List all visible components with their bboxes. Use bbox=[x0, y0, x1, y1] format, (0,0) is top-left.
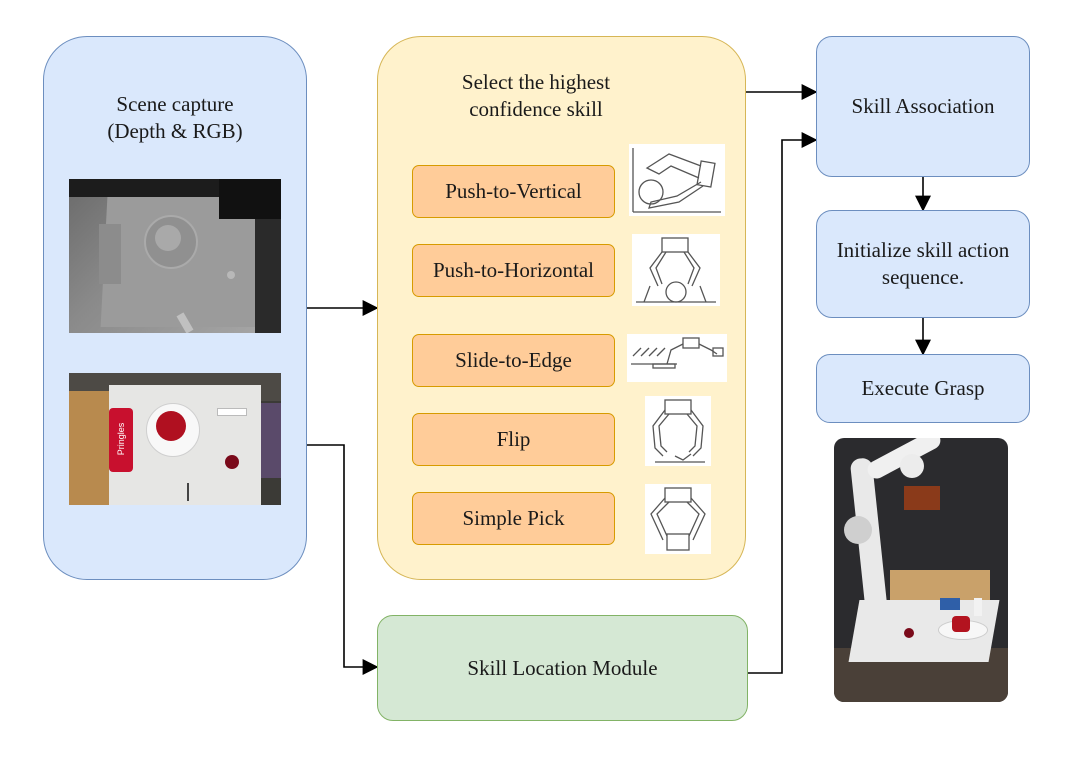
arrow-location-to-association bbox=[748, 132, 818, 674]
selector-title: Select the highest confidence skill bbox=[377, 69, 695, 123]
push-to-vertical-illustration bbox=[629, 144, 725, 216]
can-label: Pringles bbox=[116, 422, 126, 456]
skill-push-to-horizontal: Push-to-Horizontal bbox=[412, 244, 615, 297]
selector-title-line1: Select the highest bbox=[461, 70, 611, 94]
push-to-horizontal-illustration bbox=[632, 234, 720, 306]
slide-to-edge-illustration bbox=[627, 334, 727, 382]
rgb-image: Pringles bbox=[69, 373, 281, 505]
initialize-line1: Initialize skill action bbox=[836, 238, 1010, 262]
flip-illustration bbox=[645, 396, 711, 466]
robot-photo bbox=[834, 438, 1008, 702]
skill-push-to-vertical: Push-to-Vertical bbox=[412, 165, 615, 218]
execute-grasp: Execute Grasp bbox=[816, 354, 1030, 423]
simple-pick-illustration bbox=[645, 484, 711, 554]
skill-flip: Flip bbox=[412, 413, 615, 466]
scene-title: Scene capture bbox=[116, 92, 234, 116]
arrow-scene-to-location bbox=[306, 444, 379, 675]
initialize-skill-action: Initialize skill action sequence. bbox=[816, 210, 1030, 318]
selector-title-line2: confidence skill bbox=[469, 97, 603, 121]
scene-subtitle: (Depth & RGB) bbox=[107, 119, 243, 143]
skill-simple-pick: Simple Pick bbox=[412, 492, 615, 545]
scene-capture-title: Scene capture (Depth & RGB) bbox=[43, 91, 307, 145]
skill-slide-to-edge: Slide-to-Edge bbox=[412, 334, 615, 387]
depth-image bbox=[69, 179, 281, 333]
initialize-line2: sequence. bbox=[881, 265, 965, 289]
skill-association: Skill Association bbox=[816, 36, 1030, 177]
skill-location-module: Skill Location Module bbox=[377, 615, 748, 721]
